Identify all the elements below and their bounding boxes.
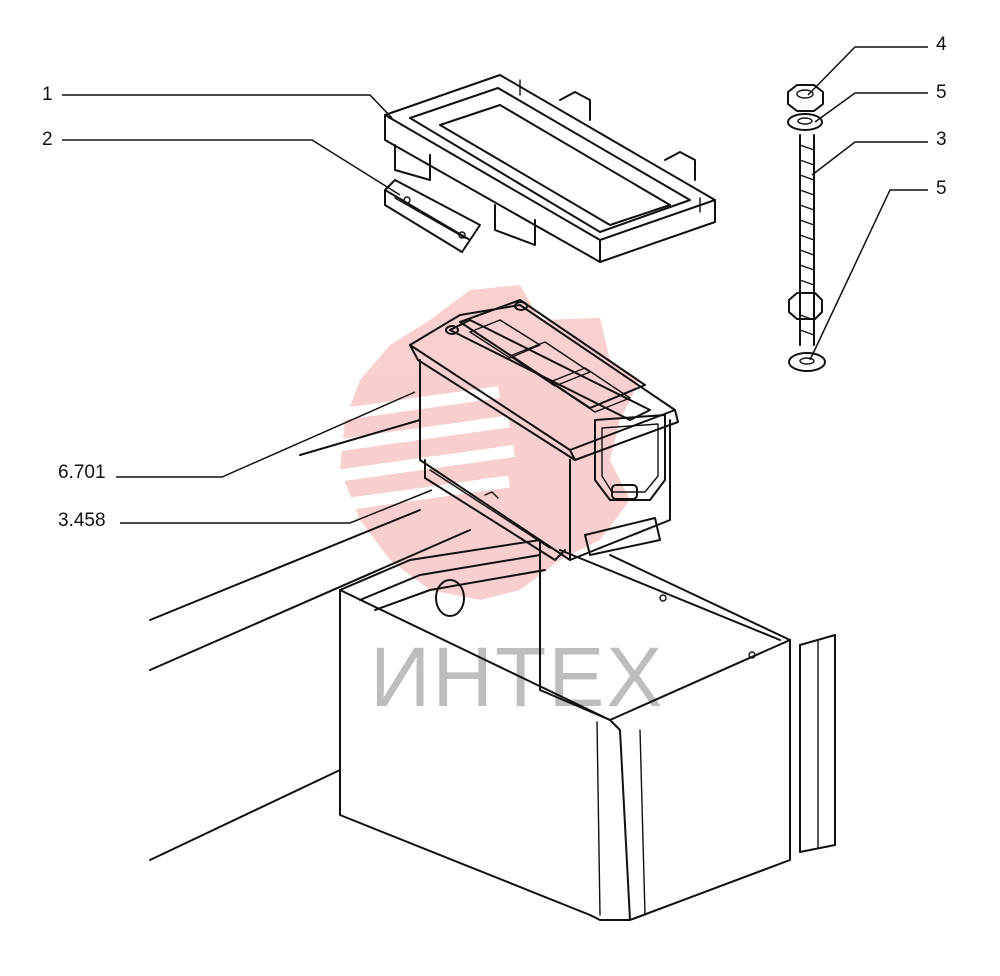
battery-6701 — [409, 299, 679, 561]
watermark-logo-shape — [340, 285, 640, 600]
callout-1: 1 — [42, 84, 393, 119]
callout-5-bottom: 5 — [809, 178, 947, 361]
callout-5-top: 5 — [814, 82, 947, 123]
vehicle-frame-lines — [149, 419, 471, 861]
callout-label-6701: 6.701 — [58, 462, 106, 483]
callout-label-2: 2 — [42, 129, 53, 150]
part-4-nut-top — [787, 84, 824, 112]
callout-label-5-top: 5 — [936, 82, 947, 103]
callout-label-3: 3 — [936, 129, 947, 150]
callout-2: 2 — [42, 129, 401, 196]
part-5-washer-top — [787, 113, 823, 131]
part-4-nut-lower — [788, 292, 823, 320]
part-3-stud-bolt — [799, 134, 815, 346]
callout-4: 4 — [807, 34, 947, 96]
battery-box — [339, 539, 836, 921]
callout-label-3458: 3.458 — [58, 510, 106, 531]
callout-label-1: 1 — [42, 84, 53, 105]
callout-label-4: 4 — [936, 34, 947, 55]
callout-3: 3 — [811, 129, 947, 176]
callout-6701: 6.701 — [58, 391, 416, 483]
part-5-washer-bottom — [788, 352, 826, 372]
callout-label-5-bottom: 5 — [936, 178, 947, 199]
part-1-hold-down-frame — [384, 74, 716, 263]
watermark-text: ИНТЕХ — [370, 630, 664, 724]
callout-3458: 3.458 — [58, 489, 433, 531]
part-2-angle-bracket — [384, 179, 481, 253]
base-plate-3458 — [424, 459, 661, 561]
